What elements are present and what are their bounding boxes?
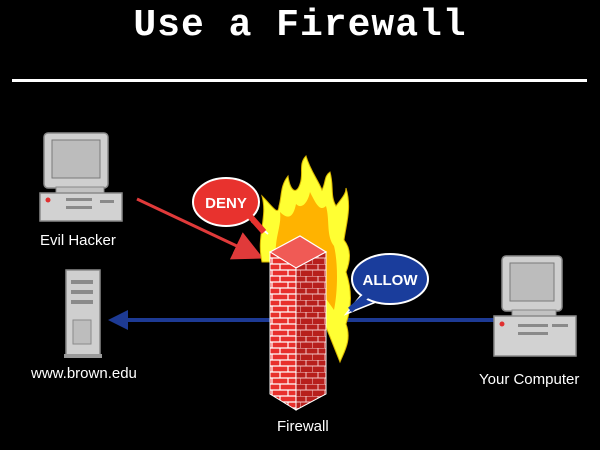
evil-hacker-computer-icon [39,132,123,222]
server-label: www.brown.edu [31,365,137,382]
title-divider [12,79,587,82]
slide-title: Use a Firewall [133,4,467,47]
your-computer-label: Your Computer [479,371,580,388]
deny-bubble: DENY [192,177,269,235]
firewall-label: Firewall [277,418,329,435]
deny-arrow [136,197,264,260]
your-computer-icon [493,255,577,357]
brick-wall-icon [268,235,328,411]
evil-hacker-label: Evil Hacker [40,232,116,249]
allow-label: ALLOW [363,272,419,289]
deny-label: DENY [205,195,247,212]
allow-bubble: ALLOW [343,253,429,316]
server-tower-icon [64,269,102,358]
